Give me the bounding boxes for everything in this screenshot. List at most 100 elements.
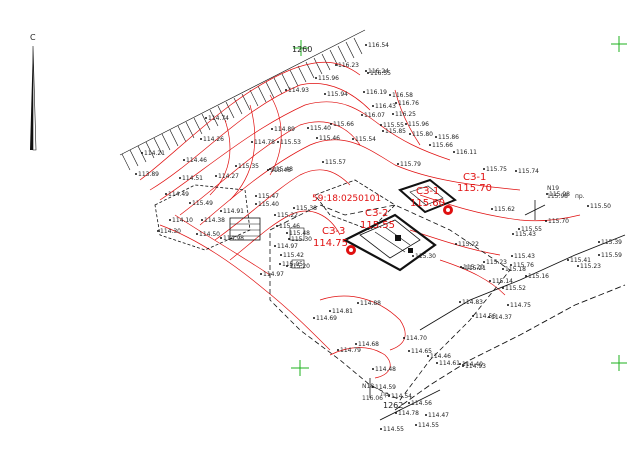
spot-height: 115.49 [192,200,213,207]
spot-height: 114.51 [182,175,203,182]
spot-height: 115.79 [400,161,421,168]
spot-height-dot [511,255,513,257]
spot-height: 115.43 [514,253,535,260]
spot-height: 115.70 [548,218,569,225]
spot-height: 114.79 [340,347,361,354]
spot-height: 115.20 [463,264,484,271]
borehole-id: СЗ-1 [463,172,486,183]
spot-height-dot [361,114,363,116]
spot-height: 115.22 [277,212,298,219]
spot-height-dot [274,214,276,216]
spot-height: 114.49 [168,191,189,198]
spot-height: 114.40 [462,361,483,368]
spot-height: 115.16 [528,273,549,280]
spot-height: 115.55 [383,122,404,129]
spot-height: 114.46 [186,157,207,164]
spot-height-dot [408,350,410,352]
spot-height-dot [380,124,382,126]
spot-height-dot [515,170,517,172]
spot-height-dot [324,93,326,95]
spot-height: 114.59 [375,384,396,391]
spot-height-dot [392,113,394,115]
spot-height: 114.98 [223,235,244,242]
spot-height: 114.46 [430,353,451,360]
spot-height: 114.93 [288,87,309,94]
spot-height: 114.97 [277,243,298,250]
spot-height: 115.21 [465,265,486,272]
spot-height-dot [510,264,512,266]
spot-height: 116.58 [392,92,413,99]
spot-height: 116.54 [368,42,389,49]
spot-height: 115.47 [258,193,279,200]
spot-height: 115.30 [291,236,312,243]
building-main [342,213,437,272]
spot-height: 113.89 [138,171,159,178]
spot-height: 115.74 [518,168,539,175]
spot-height-dot [425,414,427,416]
spot-height-dot [380,428,382,430]
spot-height: 114.91 [223,208,244,215]
spot-height: 115.35 [238,163,259,170]
spot-height-dot [455,243,457,245]
spot-height: 114.10 [172,217,193,224]
spot-height: 116.24 [368,68,389,75]
spot-height: 115.42 [283,252,304,259]
spot-height: 116.19 [366,89,387,96]
spot-height: 115.38 [296,205,317,212]
spot-height-dot [395,412,397,414]
building-secondary [398,178,457,214]
spot-height: 114.78 [398,410,419,417]
spot-height: 114.27 [218,173,239,180]
spot-height-dot [235,165,237,167]
spot-height-dot [201,219,203,221]
spot-height: 114.93 [465,363,486,370]
spot-height-dot [397,163,399,165]
spot-height: 114.56 [411,400,432,407]
grid-cross [611,355,627,371]
spot-height: 115.40 [258,201,279,208]
spot-height: 115.48 [272,166,293,173]
spot-height: 114.30 [160,228,181,235]
spot-height-dot [255,195,257,197]
spot-height-dot [189,202,191,204]
grid-cross [291,360,309,376]
spot-height-dot [183,159,185,161]
road-edge [379,234,626,421]
spot-height: 115.43 [515,231,536,238]
spot-height: 115.22 [458,241,479,248]
spot-height: 114.55 [418,422,439,429]
spot-height-dot [483,261,485,263]
spot-height: 115.80 [412,131,433,138]
grid-cross [611,36,627,52]
spot-height-dot [472,315,474,317]
spot-height: 114.37 [491,314,512,321]
spot-height: 114.50 [199,231,220,238]
spot-height-dot [285,89,287,91]
spot-height: 115.96 [318,75,339,82]
spot-height: 115.23 [580,263,601,270]
spot-height-dot [395,102,397,104]
borehole-label: СЗ-3 114.75 [313,226,348,249]
spot-height: 114.70 [406,335,427,342]
spot-height-dot [436,362,438,364]
spot-height: 115.86 [438,134,459,141]
borehole-id: СЗ-2 [365,208,388,219]
spot-height-dot [313,317,315,319]
slope-hatching [119,29,366,171]
spot-height: 115.76 [513,262,534,269]
spot-height-dot [141,152,143,154]
grid-label: 1262 [383,401,403,410]
borehole-elev: 115.70 [457,183,492,194]
spot-height-dot [483,168,485,170]
spot-height-dot [169,219,171,221]
spot-height-dot [315,77,317,79]
grid-label: 1260 [292,45,312,54]
spot-height-dot [435,136,437,138]
borehole-elev: 114.75 [313,238,348,249]
spot-height-dot [598,241,600,243]
borehole-marker: СЗ-2 115.55 [346,208,395,255]
spot-height: 114.78 [254,139,275,146]
spot-height-dot [460,266,462,268]
north-arrow-label: С [30,33,36,42]
spot-height-dot [462,365,464,367]
